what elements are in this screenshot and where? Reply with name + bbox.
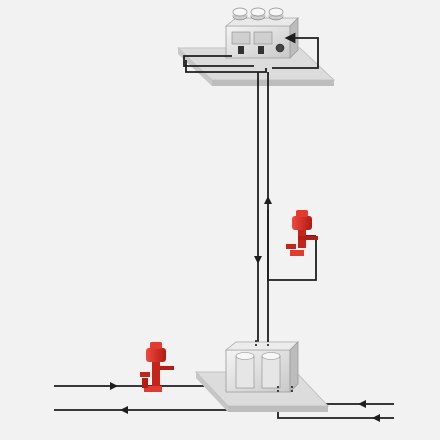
riser-up-pipe	[267, 72, 317, 281]
fan-icon	[232, 7, 248, 21]
arrow-icon	[110, 382, 118, 390]
ground-heat-exchanger-unit	[224, 340, 299, 393]
pipe-network	[54, 32, 394, 419]
ground-valve-station	[140, 342, 174, 392]
rooftop-condensing-unit	[224, 7, 299, 59]
rooftop-supply-loop	[183, 55, 254, 67]
arrow-icon	[264, 196, 272, 204]
tank-icon	[235, 352, 255, 389]
arrow-icon	[254, 256, 262, 264]
valve-icon	[286, 210, 318, 256]
arrow-icon	[372, 414, 380, 422]
rooftop-right-loop	[272, 32, 319, 69]
fan-icon	[250, 7, 266, 21]
arrow-icon	[120, 406, 128, 414]
riser-valve-station	[286, 210, 318, 256]
valve-icon	[140, 342, 174, 392]
arrow-icon	[358, 400, 366, 408]
flow-arrows	[110, 196, 380, 422]
ground-supply-pipe	[54, 372, 215, 387]
rooftop-return-loop	[185, 60, 267, 73]
tank-icon	[261, 352, 281, 389]
fan-icon	[268, 7, 284, 21]
